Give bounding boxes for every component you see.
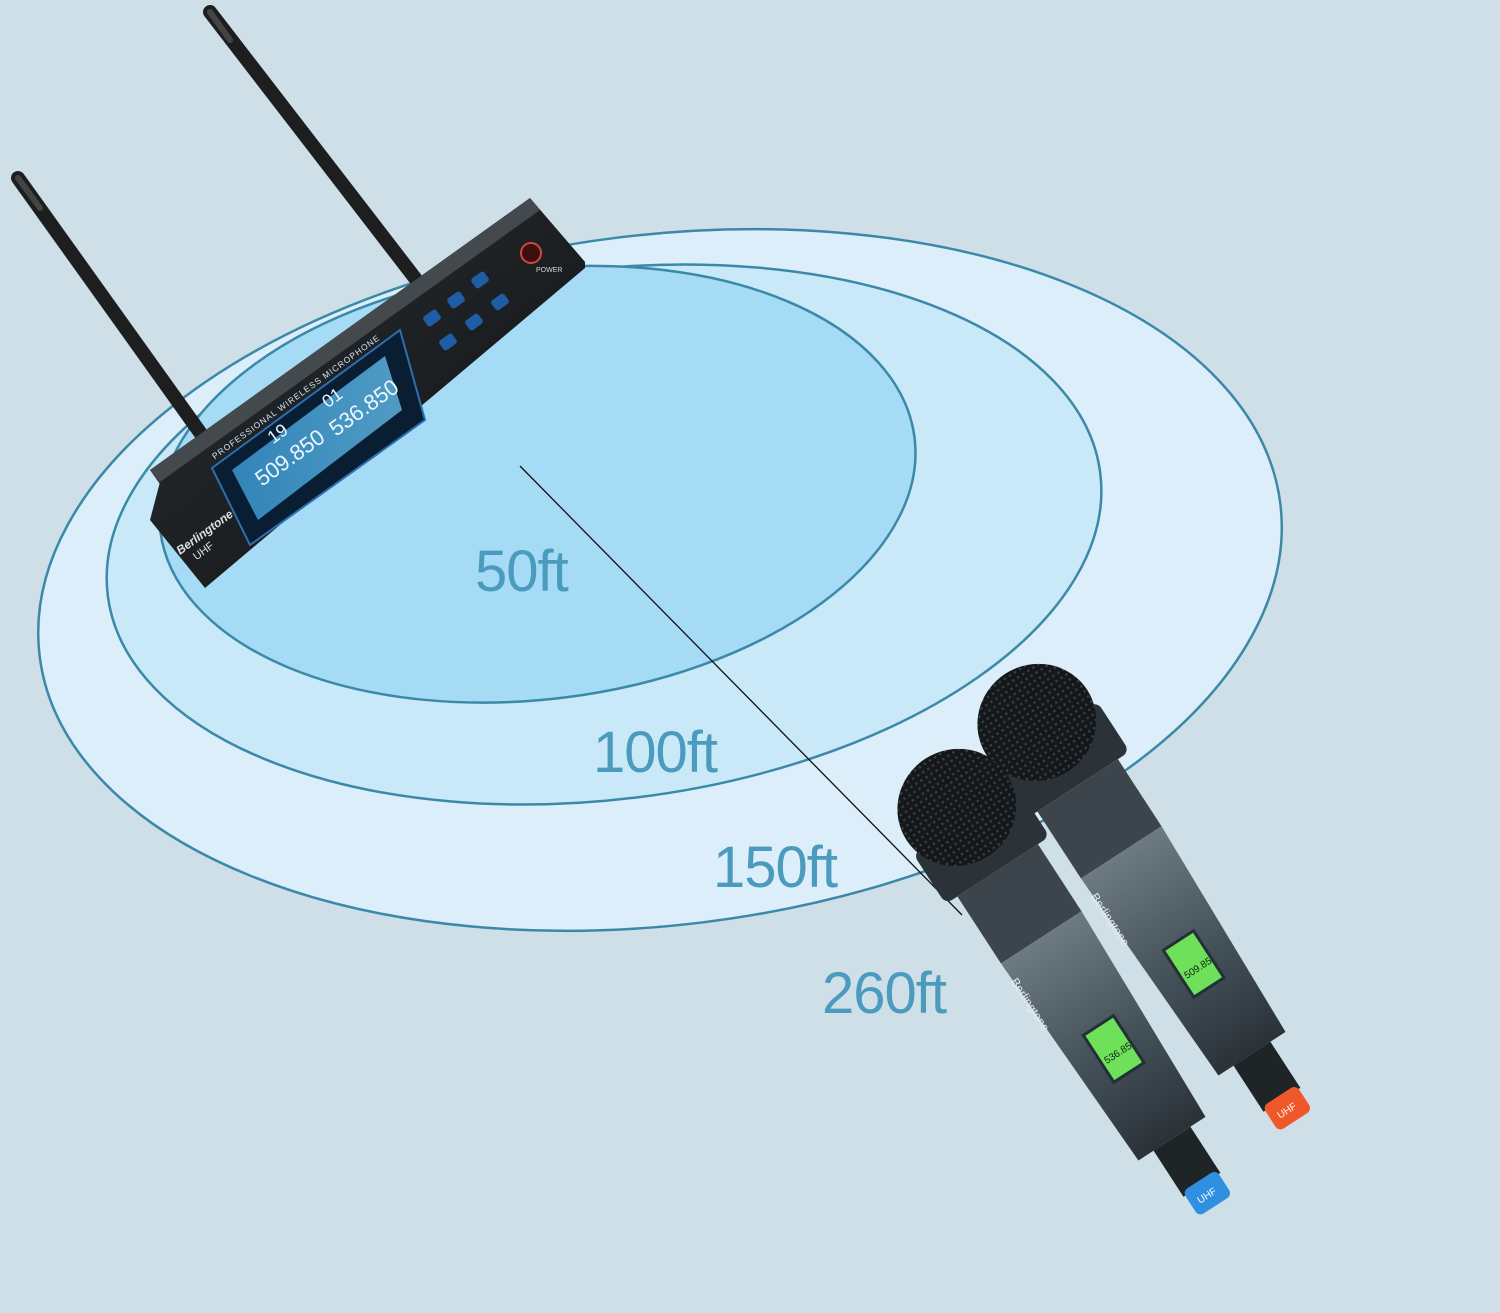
antenna-left-icon xyxy=(11,171,221,459)
microphone-front: 536.85 Berlingtone UHF xyxy=(897,748,1231,1215)
power-label: POWER xyxy=(536,267,562,274)
range-label-260ft: 260ft xyxy=(822,961,947,1026)
set-button[interactable] xyxy=(446,290,466,309)
control-buttons[interactable] xyxy=(422,270,510,351)
up-arrow-icon-2[interactable] xyxy=(470,270,490,289)
antenna-right-icon xyxy=(203,5,425,289)
range-label-50ft: 50ft xyxy=(475,539,569,604)
set-button-2[interactable] xyxy=(464,312,484,331)
receiver: 509.850 19 PROFESSIONAL WIRELESS MICROPH… xyxy=(11,5,585,588)
microphone-back: 509.85 Berlingtone UHF xyxy=(977,663,1311,1130)
range-label-100ft: 100ft xyxy=(593,720,718,785)
down-arrow-icon[interactable] xyxy=(438,332,458,351)
down-arrow-icon-2[interactable] xyxy=(490,292,510,311)
power-button-icon[interactable] xyxy=(520,242,542,264)
range-label-150ft: 150ft xyxy=(713,835,838,900)
up-arrow-icon[interactable] xyxy=(422,308,442,327)
range-line xyxy=(519,465,963,916)
